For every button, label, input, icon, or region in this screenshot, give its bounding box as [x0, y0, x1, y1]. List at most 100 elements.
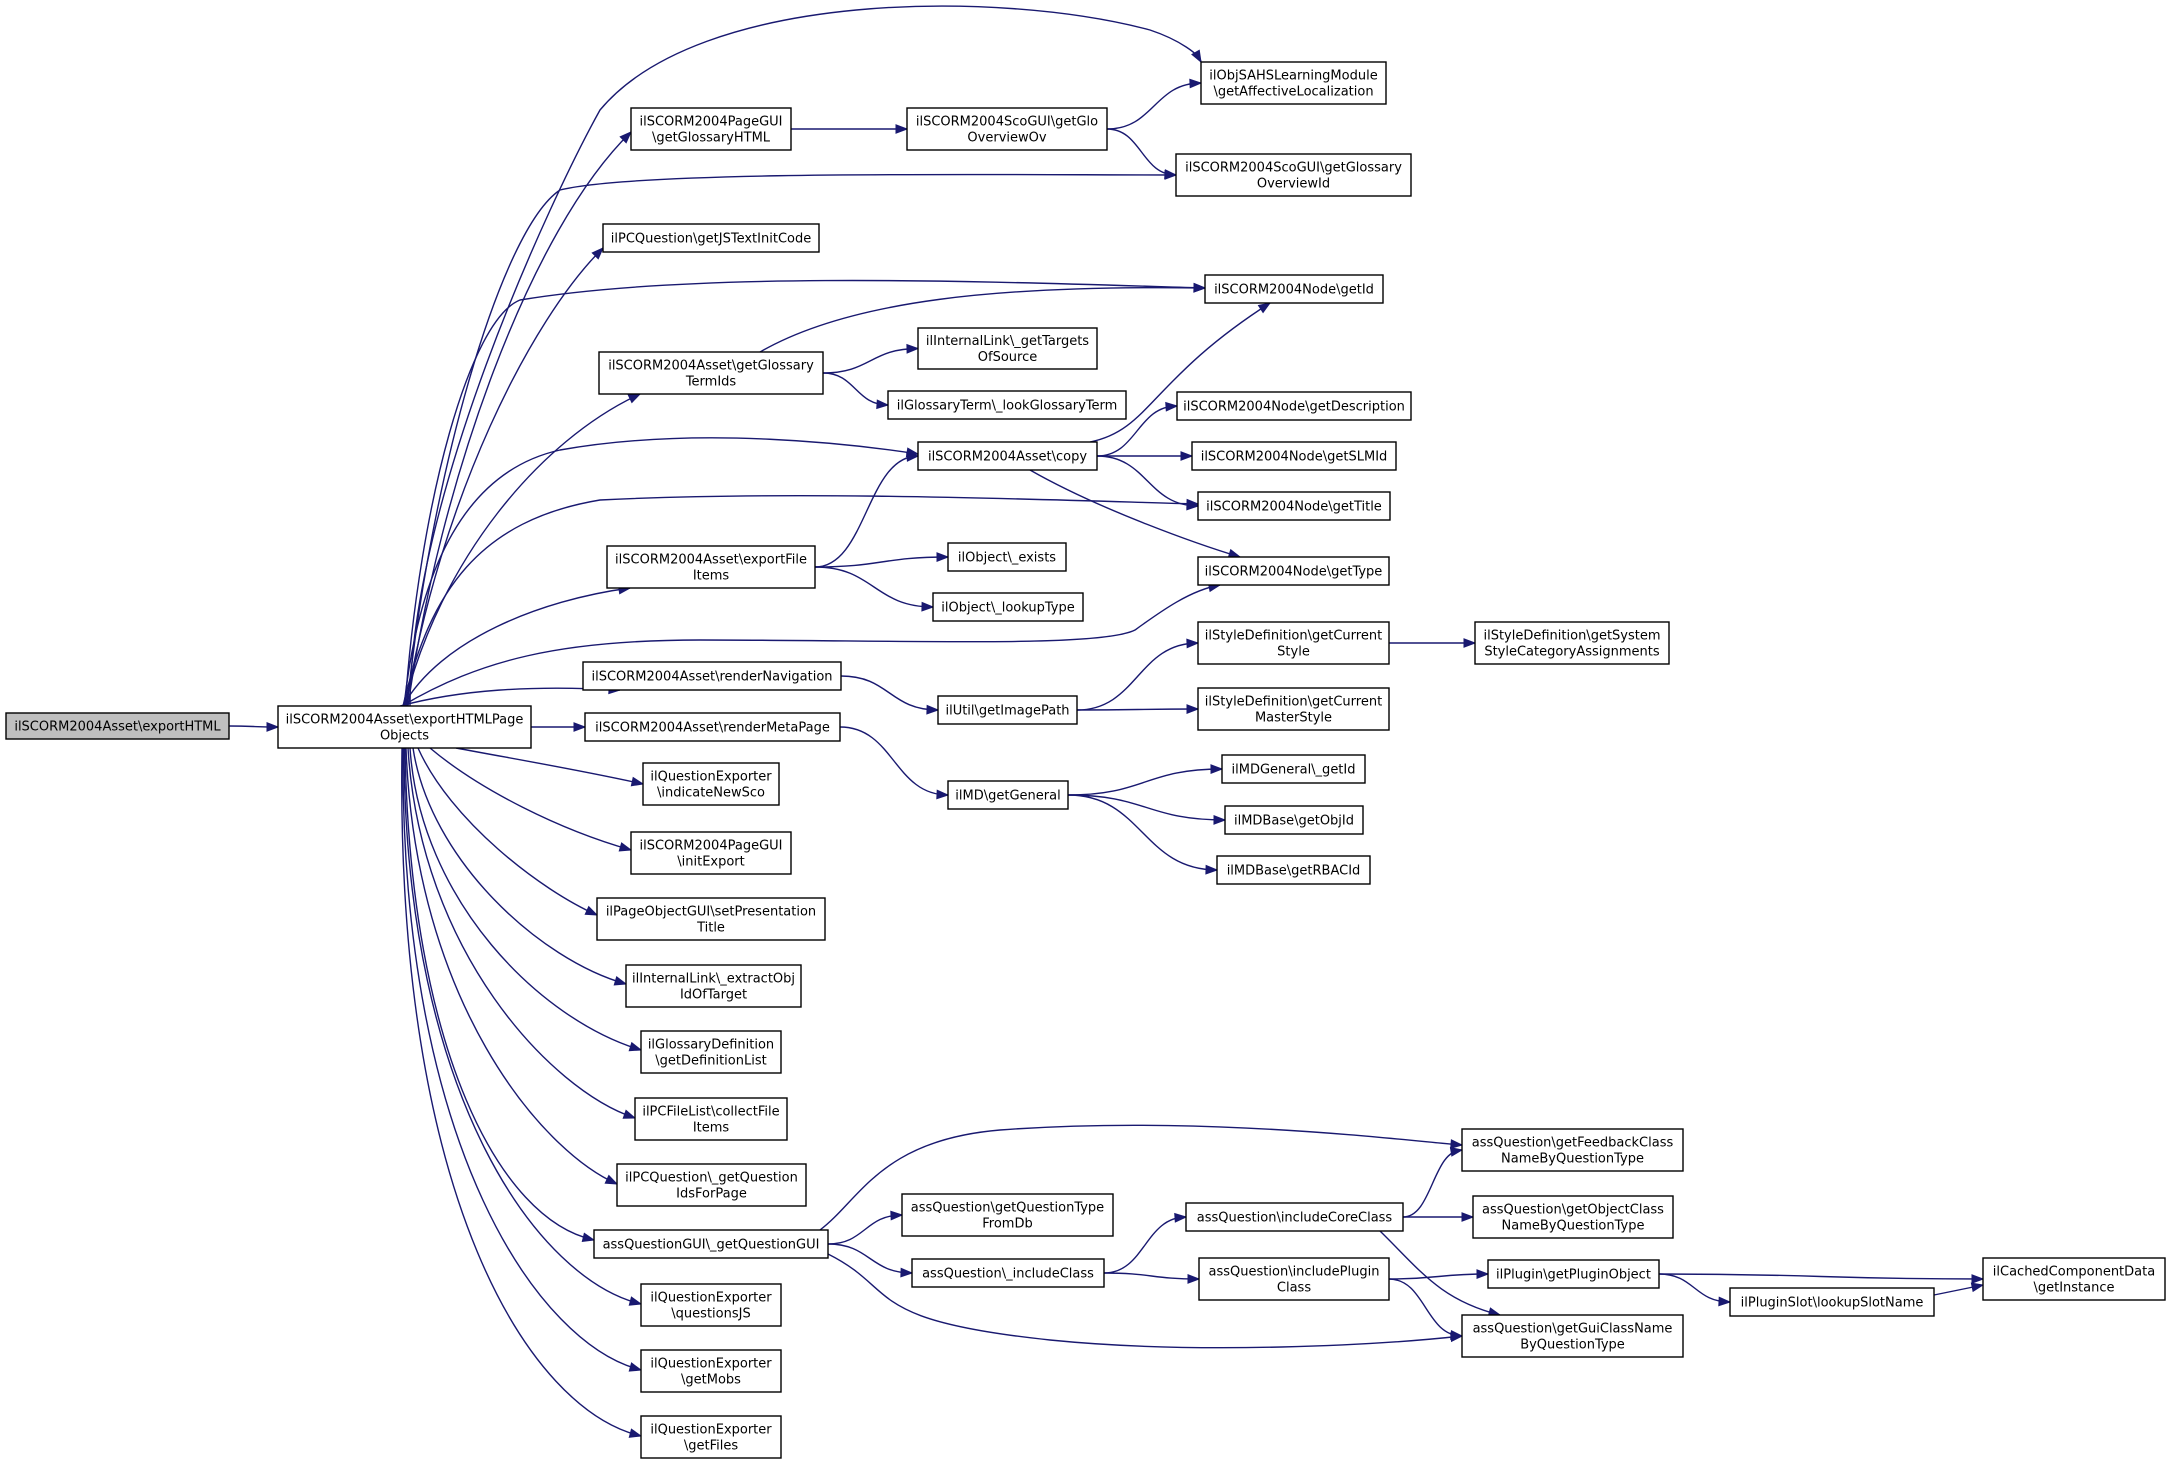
- node-box: [598, 351, 824, 395]
- node-box: [593, 1229, 829, 1259]
- node-pgglos[interactable]: ilSCORM2004PageGUI\getGlossaryHTML: [630, 107, 792, 151]
- arrowhead: [906, 343, 920, 354]
- node-deflist[interactable]: ilGlossaryDefinition\getDefinitionList: [640, 1030, 782, 1074]
- edge-imgpath-to-master: [1076, 704, 1200, 714]
- node-label: Items: [693, 569, 730, 584]
- edge-line: [412, 747, 627, 985]
- node-general[interactable]: ilMD\getGeneral: [947, 780, 1069, 810]
- edge-line: [399, 687, 621, 707]
- arrowhead: [628, 1362, 643, 1372]
- arrowhead: [630, 776, 645, 787]
- node-exists[interactable]: ilObject\_exists: [947, 542, 1067, 572]
- node-qgui[interactable]: assQuestionGUI\_getQuestionGUI: [593, 1229, 829, 1259]
- node-label: ilMDBase\getObjId: [1234, 814, 1354, 829]
- node-sysstyle[interactable]: ilStyleDefinition\getSystemStyleCategory…: [1474, 621, 1670, 665]
- node-mobs[interactable]: ilQuestionExporter\getMobs: [640, 1349, 782, 1393]
- node-label: assQuestion\getQuestionType: [911, 1201, 1104, 1216]
- node-qjs[interactable]: ilQuestionExporter\questionsJS: [640, 1283, 782, 1327]
- edge-general-to-rbac: [1067, 794, 1219, 875]
- node-slot[interactable]: ilPluginSlot\lookupSlotName: [1729, 1287, 1935, 1317]
- node-label: \getDefinitionList: [655, 1054, 766, 1069]
- node-label: ilSCORM2004Asset\renderNavigation: [591, 670, 832, 685]
- node-guiclass[interactable]: assQuestion\getGuiClassNameByQuestionTyp…: [1461, 1314, 1684, 1358]
- node-objid[interactable]: ilMDBase\getObjId: [1224, 805, 1364, 835]
- node-incl[interactable]: assQuestion\_includeClass: [911, 1258, 1105, 1288]
- node-label: ilSCORM2004Asset\exportHTMLPage: [286, 713, 524, 728]
- node-type[interactable]: ilSCORM2004Node\getType: [1197, 556, 1390, 586]
- node-lookglos[interactable]: ilGlossaryTerm\_lookGlossaryTerm: [887, 390, 1127, 420]
- edge-core-to-feedback: [1402, 1147, 1464, 1218]
- node-label: ilPCFileList\collectFile: [642, 1105, 779, 1120]
- arrowhead: [1450, 1330, 1464, 1340]
- node-files[interactable]: ilQuestionExporter\getFiles: [640, 1415, 782, 1459]
- node-box: [901, 1193, 1114, 1237]
- node-box: [584, 712, 841, 742]
- node-box: [1197, 491, 1391, 521]
- node-looktype[interactable]: ilObject\_lookupType: [932, 592, 1084, 622]
- node-rmeta[interactable]: ilSCORM2004Asset\renderMetaPage: [584, 712, 841, 742]
- arrowhead: [1165, 401, 1179, 412]
- edge-ehpo-to-newsco: [455, 747, 645, 787]
- arrowhead: [1193, 282, 1207, 293]
- arrowhead: [936, 552, 950, 562]
- node-core[interactable]: assQuestion\includeCoreClass: [1185, 1202, 1404, 1232]
- node-initexp[interactable]: ilSCORM2004PageGUI\initExport: [630, 831, 792, 875]
- node-feedback[interactable]: assQuestion\getFeedbackClassNameByQuesti…: [1461, 1128, 1684, 1172]
- edge-line: [1089, 302, 1271, 443]
- node-rbac[interactable]: ilMDBase\getRBACId: [1216, 855, 1371, 885]
- edge-ehpo-to-affloc: [409, 5, 1202, 707]
- node-box: [887, 390, 1127, 420]
- node-title[interactable]: ilSCORM2004Node\getTitle: [1197, 491, 1391, 521]
- node-label: ilMD\getGeneral: [955, 789, 1060, 804]
- node-copy[interactable]: ilSCORM2004Asset\copy: [917, 441, 1098, 471]
- node-cached[interactable]: ilCachedComponentData\getInstance: [1982, 1257, 2166, 1301]
- node-label: ilQuestionExporter: [650, 1423, 772, 1438]
- node-imgpath[interactable]: ilUtil\getImagePath: [937, 695, 1078, 725]
- node-slmid[interactable]: ilSCORM2004Node\getSLMId: [1191, 441, 1397, 471]
- node-rnav[interactable]: ilSCORM2004Asset\renderNavigation: [582, 661, 842, 691]
- node-objclass[interactable]: assQuestion\getObjectClassNameByQuestion…: [1472, 1195, 1674, 1239]
- node-label: ilPluginSlot\lookupSlotName: [1741, 1296, 1924, 1311]
- arrowhead: [604, 1174, 619, 1185]
- node-desc[interactable]: ilSCORM2004Node\getDescription: [1176, 391, 1412, 421]
- edge-line: [1658, 1273, 1984, 1280]
- arrowhead: [895, 124, 909, 134]
- edge-line: [1402, 1149, 1463, 1218]
- edge-line: [404, 747, 595, 1241]
- edge-ehpo-to-prestitle: [417, 747, 599, 916]
- node-root[interactable]: ilSCORM2004Asset\exportHTML: [5, 712, 230, 740]
- arrowhead: [628, 1296, 643, 1306]
- edge-expfile-to-exists: [814, 552, 950, 568]
- node-plugobj[interactable]: ilPlugin\getPluginObject: [1487, 1259, 1660, 1289]
- node-jstext[interactable]: ilPCQuestion\getJSTextInitCode: [602, 223, 820, 253]
- node-label: StyleCategoryAssignments: [1484, 645, 1660, 660]
- node-label: NameByQuestionType: [1502, 1219, 1645, 1234]
- arrowhead: [613, 976, 628, 986]
- node-label: ilGlossaryDefinition: [648, 1038, 774, 1053]
- node-nodeid[interactable]: ilSCORM2004Node\getId: [1204, 274, 1384, 304]
- node-mdgetid[interactable]: ilMDGeneral\_getId: [1221, 754, 1366, 784]
- node-label: ilStyleDefinition\getCurrent: [1205, 695, 1382, 710]
- node-box: [606, 545, 816, 589]
- edge-copy-to-desc: [1096, 401, 1179, 457]
- node-affloc[interactable]: ilObjSAHSLearningModule\getAffectiveLoca…: [1200, 61, 1387, 105]
- node-label: MasterStyle: [1255, 711, 1332, 726]
- edge-slot-to-cached: [1933, 1282, 1985, 1296]
- node-label: IdsForPage: [676, 1187, 747, 1202]
- node-newsco[interactable]: ilQuestionExporter\indicateNewSco: [642, 762, 780, 806]
